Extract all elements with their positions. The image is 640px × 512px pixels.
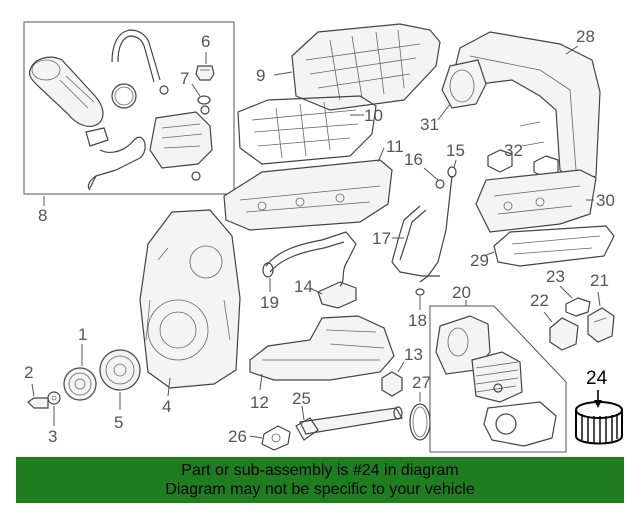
callout-20[interactable]: 20 — [452, 283, 471, 302]
notice-line-2: Diagram may not be specific to your vehi… — [165, 481, 475, 498]
part-14[interactable] — [317, 281, 357, 309]
callout-11[interactable]: 11 — [386, 137, 404, 156]
part-31[interactable] — [441, 59, 487, 109]
part-9[interactable] — [291, 23, 441, 111]
part-12[interactable] — [249, 315, 395, 381]
part-22[interactable] — [549, 317, 579, 351]
part-2[interactable] — [27, 397, 49, 409]
part-18[interactable] — [415, 288, 425, 296]
part-28[interactable] — [453, 31, 601, 185]
part-27[interactable] — [409, 403, 431, 441]
part-17[interactable] — [391, 205, 440, 277]
part-15[interactable] — [419, 166, 457, 283]
callout-18[interactable]: 18 — [408, 311, 427, 330]
callout-12[interactable]: 12 — [250, 393, 269, 412]
part-3[interactable] — [47, 391, 61, 405]
part-13[interactable] — [381, 371, 403, 397]
callout-29[interactable]: 29 — [470, 251, 489, 270]
callout-24[interactable]: 24 — [586, 368, 608, 389]
callout-32[interactable]: 32 — [504, 141, 523, 160]
part-16[interactable] — [435, 179, 445, 189]
part-21[interactable] — [587, 307, 615, 343]
callout-25[interactable]: 25 — [292, 389, 311, 408]
callout-31[interactable]: 31 — [420, 115, 439, 134]
callout-1[interactable]: 1 — [78, 325, 87, 344]
part-group-20[interactable] — [429, 305, 567, 453]
part-23[interactable] — [565, 297, 591, 317]
callout-4[interactable]: 4 — [162, 397, 171, 416]
part-25[interactable] — [295, 406, 403, 441]
parts-diagram: 8 6 7 9 10 11 4 — [23, 21, 623, 453]
callout-6[interactable]: 6 — [201, 32, 210, 51]
part-19[interactable] — [262, 231, 357, 287]
callout-19[interactable]: 19 — [260, 293, 279, 312]
callout-16[interactable]: 16 — [404, 150, 423, 169]
part-30[interactable] — [475, 169, 597, 233]
part-6[interactable] — [195, 65, 215, 81]
callout-2[interactable]: 2 — [24, 363, 33, 382]
part-group-8[interactable] — [23, 21, 235, 195]
part-26[interactable] — [261, 425, 291, 451]
part-1[interactable] — [63, 367, 97, 401]
notice-banner: Part or sub-assembly is #24 in diagram D… — [16, 457, 624, 503]
callout-22[interactable]: 22 — [530, 291, 549, 310]
callout-15[interactable]: 15 — [446, 141, 465, 160]
callout-26[interactable]: 26 — [228, 427, 247, 446]
part-10[interactable] — [237, 95, 377, 165]
callout-30[interactable]: 30 — [596, 191, 615, 210]
callout-24-arrow — [594, 400, 602, 408]
callout-9[interactable]: 9 — [256, 66, 265, 85]
part-24-oil-filter[interactable] — [575, 401, 623, 445]
part-5[interactable] — [99, 349, 141, 391]
callout-8[interactable]: 8 — [38, 206, 47, 225]
part-4[interactable] — [139, 209, 241, 389]
callout-10[interactable]: 10 — [364, 106, 383, 125]
callout-13[interactable]: 13 — [404, 345, 423, 364]
callout-28[interactable]: 28 — [576, 27, 595, 46]
callout-17[interactable]: 17 — [372, 229, 391, 248]
callout-27[interactable]: 27 — [412, 373, 431, 392]
callout-23[interactable]: 23 — [546, 267, 565, 286]
part-7[interactable] — [197, 95, 211, 105]
callout-5[interactable]: 5 — [114, 413, 123, 432]
part-29[interactable] — [493, 225, 615, 267]
callout-14[interactable]: 14 — [294, 277, 313, 296]
part-11[interactable] — [223, 159, 393, 231]
callout-3[interactable]: 3 — [48, 427, 57, 446]
callout-21[interactable]: 21 — [590, 271, 609, 290]
notice-line-1: Part or sub-assembly is #24 in diagram — [181, 462, 459, 479]
callout-7[interactable]: 7 — [180, 69, 189, 88]
